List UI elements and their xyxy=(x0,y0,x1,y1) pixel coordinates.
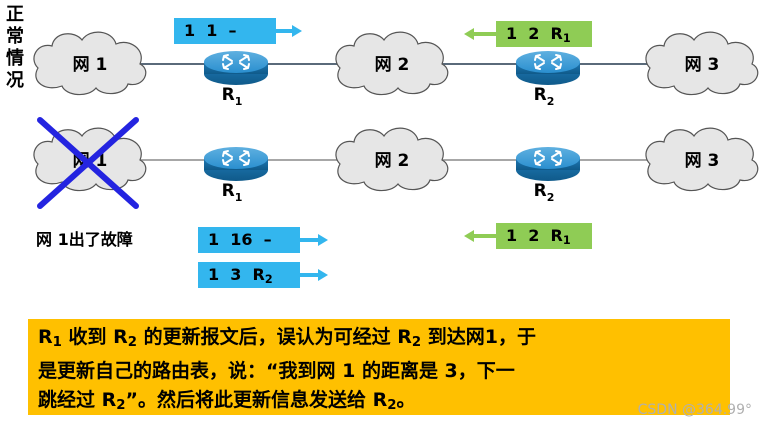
net1-top-label: 网 1 xyxy=(73,55,108,75)
side-label-char: 况 xyxy=(6,70,24,91)
router-r2-top-label: R2 xyxy=(534,85,555,108)
net3-bottom-label: 网 3 xyxy=(685,151,720,171)
router-r2-bottom-label: R2 xyxy=(534,181,555,204)
router-r2-bottom-icon xyxy=(515,146,581,182)
caption-line-3: 跳经过 R2”。然后将此更新信息发送给 R2。 xyxy=(38,389,416,413)
caption-line-2: 是更新自己的路由表，说：“我到网 1 的距离是 3，下一 xyxy=(38,360,515,382)
side-label-char: 常 xyxy=(6,26,24,47)
router-r1-top-icon xyxy=(203,50,269,86)
route-msg-r1-top: 1 1 – xyxy=(174,18,276,44)
arrow-left-icon xyxy=(464,28,496,40)
route-msg-r2-bottom: 1 2 R1 xyxy=(496,223,592,249)
arrow-left-icon xyxy=(464,230,496,242)
router-r1-top-label: R1 xyxy=(222,85,243,108)
net3-top-label: 网 3 xyxy=(685,55,720,75)
watermark: CSDN @364.99° xyxy=(637,402,752,418)
arrow-right-icon xyxy=(300,234,328,246)
caption-box: R1 收到 R2 的更新报文后，误认为可经过 R2 到达网1，于 是更新自己的路… xyxy=(28,319,730,415)
router-r1-bottom-label: R1 xyxy=(222,181,243,204)
net2-bottom-label: 网 2 xyxy=(375,151,410,171)
arrow-right-icon xyxy=(276,25,302,37)
arrow-right-icon xyxy=(300,269,328,281)
normal-condition-label: 正 常 情 况 xyxy=(4,4,26,92)
fault-cross-icon xyxy=(37,117,139,209)
router-r1-bottom-icon xyxy=(203,146,269,182)
side-label-char: 情 xyxy=(6,48,24,69)
router-r2-top-icon xyxy=(515,50,581,86)
side-label-char: 正 xyxy=(6,4,24,25)
route-msg-r1-bottom-b: 1 3 R2 xyxy=(198,262,300,288)
route-msg-r1-bottom-a: 1 16 – xyxy=(198,227,300,253)
net2-top-label: 网 2 xyxy=(375,55,410,75)
caption-line-1: R1 收到 R2 的更新报文后，误认为可经过 R2 到达网1，于 xyxy=(38,326,537,350)
route-msg-r2-top: 1 2 R1 xyxy=(496,21,592,47)
fault-label: 网 1出了故障 xyxy=(36,230,133,249)
